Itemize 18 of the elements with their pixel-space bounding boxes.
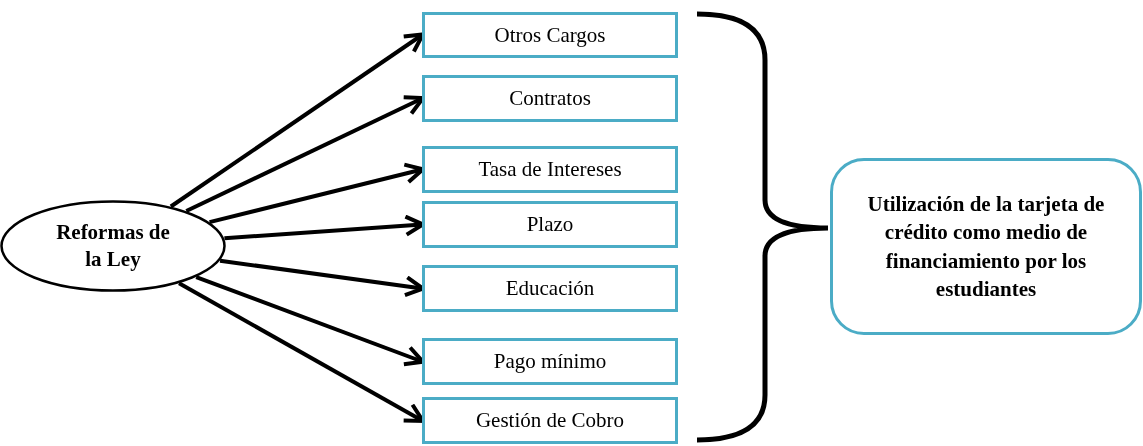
process-box bbox=[422, 265, 678, 312]
node-label: Contratos bbox=[509, 86, 591, 111]
node-label: Tasa de Intereses bbox=[478, 157, 622, 182]
node-label: Reformas de la Ley bbox=[55, 218, 171, 273]
node-label: Pago mínimo bbox=[493, 349, 607, 374]
result-box bbox=[830, 158, 1142, 335]
process-box bbox=[422, 397, 678, 444]
process-box bbox=[422, 146, 678, 193]
ellipse-node bbox=[0, 200, 226, 292]
process-box bbox=[422, 12, 678, 58]
node-label: Gestión de Cobro bbox=[475, 408, 625, 433]
process-box bbox=[422, 201, 678, 248]
process-box bbox=[422, 338, 678, 385]
node-label: Plazo bbox=[526, 212, 574, 237]
node-label: Utilización de la tarjeta de crédito como medio de financiamiento por los estudiantes bbox=[866, 190, 1106, 303]
node-label: Otros Cargos bbox=[494, 22, 606, 48]
process-box bbox=[422, 75, 678, 122]
node-label: Educación bbox=[505, 276, 595, 301]
